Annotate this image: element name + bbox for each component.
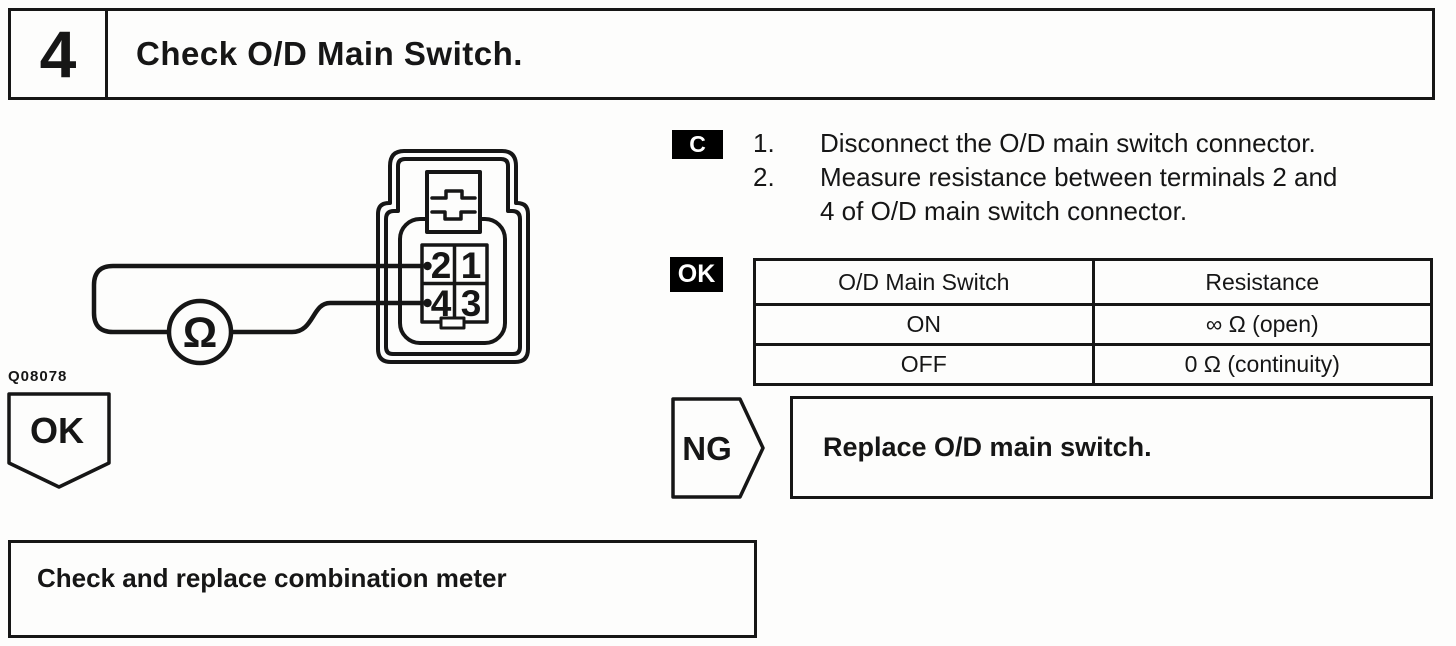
instruction-text: Disconnect the O/D main switch connector…: [820, 126, 1442, 160]
latch-lower-hook: [430, 210, 477, 221]
connector-key-tab: [439, 316, 466, 330]
instruction-number: 1.: [753, 128, 775, 158]
ng-pointer: NG: [671, 397, 765, 499]
resistance-value-cell: 0 Ω (continuity): [1091, 343, 1433, 386]
terminal-dot-4: [423, 298, 432, 308]
ok-pointer-label: OK: [30, 410, 84, 451]
terminal-label-4: 4: [431, 283, 452, 324]
instruction-item: 2. Measure resistance between terminals …: [753, 160, 1442, 228]
test-circuit-diagram: Ω 2 1 4 3: [91, 149, 530, 366]
terminal-dot-2: [423, 261, 432, 271]
ng-action-text: Replace O/D main switch.: [823, 432, 1152, 462]
ng-pointer-shape: [671, 397, 765, 499]
instruction-line: Measure resistance between terminals 2 a…: [820, 162, 1338, 192]
next-action-text: Check and replace combination meter: [37, 563, 507, 593]
instruction-list: 1. Disconnect the O/D main switch connec…: [753, 126, 1442, 228]
column-header-switch: O/D Main Switch: [753, 258, 1095, 306]
ok-pointer-shape: [7, 392, 111, 489]
ok-spec-badge: OK: [670, 257, 723, 292]
instruction-text: Measure resistance between terminals 2 a…: [820, 160, 1442, 228]
connector-inner-outline: [384, 157, 522, 356]
test-lead-terminal-2: [91, 263, 431, 335]
ng-pointer-label: NG: [682, 430, 732, 467]
switch-state-cell: OFF: [753, 343, 1095, 386]
ng-action-box: Replace O/D main switch.: [790, 396, 1433, 499]
column-header-resistance: Resistance: [1091, 258, 1433, 306]
step-number: 4: [11, 11, 108, 97]
table-row: OFF 0 Ω (continuity): [753, 343, 1433, 386]
instruction-line: 4 of O/D main switch connector.: [820, 196, 1188, 226]
latch-upper-hook: [430, 189, 477, 200]
instruction-item: 1. Disconnect the O/D main switch connec…: [753, 126, 1442, 160]
ok-pointer: OK: [7, 392, 111, 489]
connector-latch: [425, 170, 482, 234]
ohmmeter-leads: [91, 263, 431, 366]
terminal-label-2: 2: [431, 245, 452, 286]
instruction-number: 2.: [753, 162, 775, 192]
connect-badge: C: [672, 130, 723, 159]
test-lead-terminal-4: [228, 300, 431, 335]
resistance-value-cell: ∞ Ω (open): [1091, 303, 1433, 346]
ohmmeter-body: [166, 298, 234, 366]
figure-code: Q08078: [8, 368, 68, 385]
terminal-label-1: 1: [461, 245, 482, 286]
ohmmeter-symbol: Ω: [183, 309, 217, 357]
table-row: ON ∞ Ω (open): [753, 303, 1433, 346]
table-header-row: O/D Main Switch Resistance: [753, 258, 1433, 306]
next-action-box: Check and replace combination meter: [8, 540, 757, 638]
terminal-grid: [420, 243, 489, 330]
step-title: Check O/D Main Switch.: [136, 35, 523, 72]
resistance-spec-table: O/D Main Switch Resistance ON ∞ Ω (open)…: [753, 258, 1433, 386]
instruction-line: Disconnect the O/D main switch connector…: [820, 128, 1316, 158]
switch-state-cell: ON: [753, 303, 1095, 346]
step-header: 4 Check O/D Main Switch.: [8, 8, 1435, 100]
terminal-label-3: 3: [461, 283, 482, 324]
